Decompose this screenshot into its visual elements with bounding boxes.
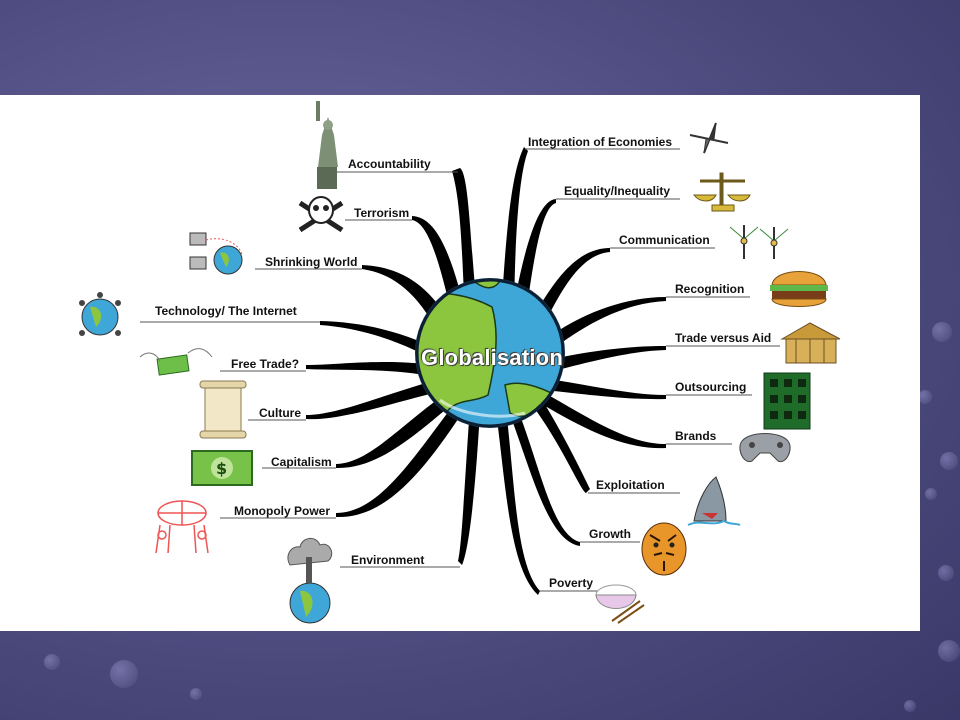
warehouse-icon [780, 322, 841, 364]
branch-label-terrorism: Terrorism [354, 206, 410, 220]
branch-free-trade [306, 361, 448, 379]
branch-label-exploitation: Exploitation [596, 478, 665, 492]
branch-label-recognition: Recognition [675, 282, 745, 296]
rice-bowl-icon [595, 584, 645, 624]
branch-label-free-trade: Free Trade? [231, 357, 300, 371]
branch-label-outsourcing: Outsourcing [675, 380, 747, 394]
skull-crossbones-icon [298, 196, 344, 233]
mind-map-panel: $ [0, 95, 920, 631]
branch-label-monopoly-power: Monopoly Power [234, 504, 330, 518]
branch-outsourcing [536, 377, 666, 400]
polluted-earth-icon [287, 538, 333, 624]
branch-label-accountability: Accountability [348, 157, 431, 171]
branch-label-trade-versus-aid: Trade versus Aid [675, 331, 772, 345]
people-holding-globe-icon [155, 500, 209, 554]
branch-capitalism [336, 389, 458, 469]
compass-rose-icon [689, 122, 729, 154]
satellite-towers-icon [729, 225, 789, 259]
dollar-bill-icon: $ [191, 450, 253, 486]
svg-text:$: $ [216, 459, 227, 478]
branch-label-technology: Technology/ The Internet [155, 304, 297, 318]
shark-icon [687, 476, 741, 526]
branch-label-environment: Environment [351, 553, 425, 567]
tiger-icon [641, 522, 687, 576]
balance-scale-icon [692, 172, 751, 212]
branch-label-equality-inequality: Equality/Inequality [564, 184, 671, 198]
central-topic-label: Globalisation [421, 345, 563, 370]
networked-computers-icon [189, 232, 243, 275]
branch-exploitation [526, 393, 590, 493]
label-underlines [140, 148, 780, 592]
globe-network-icon [79, 292, 121, 336]
scroll-icon [199, 380, 247, 439]
branch-label-poverty: Poverty [549, 576, 594, 590]
branch-growth [508, 405, 580, 546]
mind-map-diagram: $ [79, 101, 841, 624]
branch-label-brands: Brands [675, 429, 717, 443]
statue-of-liberty-icon [316, 101, 338, 189]
hamburger-icon [770, 271, 828, 307]
game-controller-icon [739, 433, 791, 463]
branch-label-capitalism: Capitalism [271, 455, 332, 469]
branch-label-culture: Culture [259, 406, 301, 420]
branch-label-communication: Communication [619, 233, 710, 247]
globe-icon [415, 278, 565, 428]
branch-label-shrinking-world: Shrinking World [265, 255, 358, 269]
branch-poverty [496, 409, 540, 595]
branch-environment [458, 407, 480, 565]
flying-money-icon [139, 348, 213, 376]
branch-culture [306, 377, 450, 420]
branch-label-integration-of-economies: Integration of Economies [528, 135, 673, 149]
circuit-board-icon [763, 372, 811, 430]
branch-monopoly [336, 399, 466, 518]
branch-label-growth: Growth [589, 527, 631, 541]
